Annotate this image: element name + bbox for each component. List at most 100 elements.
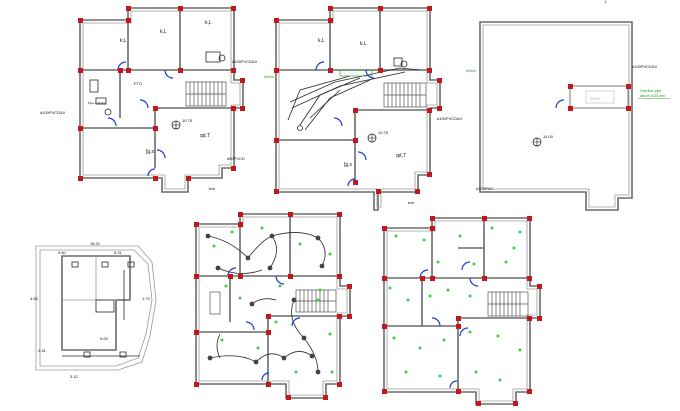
room-label: k,L	[205, 20, 212, 26]
level-marker-cross	[172, 121, 180, 129]
plan3-stair-head	[569, 85, 629, 109]
electrical-plan-ground	[194, 212, 352, 400]
plan1-fixture	[218, 54, 226, 62]
site-detail	[95, 299, 115, 313]
plan5-outer-wall	[383, 217, 541, 405]
plan1-door-swing	[107, 117, 117, 127]
pipe-note: #100PVCD&V	[437, 116, 463, 121]
site-dimension: 18.31	[90, 241, 101, 246]
plan1-inner-wall	[82, 10, 241, 190]
plan5-inner-wall	[386, 220, 538, 402]
green-note: #0mm	[466, 69, 476, 73]
corner-label: bvk	[209, 186, 215, 191]
plan4-door-swing	[245, 321, 255, 331]
pipe-note-small: Pipe & Fitting	[88, 101, 106, 105]
site-dimension: 1.73	[142, 296, 151, 301]
corner-label: bvk	[408, 200, 414, 205]
plan1-fixture	[89, 79, 99, 93]
room-label: k,L	[318, 38, 325, 44]
plan1-fixture	[205, 51, 221, 63]
elevation-label: 14.00	[543, 134, 554, 139]
plan2-columns	[274, 6, 442, 194]
plan4-columns	[194, 212, 352, 400]
plan5-stair-treads	[488, 292, 528, 316]
plan1-stair-treads	[186, 82, 226, 106]
plan1-fixture	[95, 97, 107, 105]
plan4-stair-small	[209, 291, 221, 315]
plan4-door-swing	[275, 275, 285, 285]
room-label: k,L	[160, 29, 167, 35]
level-marker-cross	[533, 138, 541, 146]
plan2-door-swing	[357, 151, 367, 161]
site-dimension: 4.66	[30, 296, 39, 301]
plan1-door-swing	[164, 69, 174, 79]
plan1-door-swing	[139, 99, 149, 109]
roof-plan: 3000L #100PVCD&V #0mm Overflow pipe abov…	[466, 21, 670, 211]
plan5-door-swing	[449, 380, 458, 389]
plan2-pipe-runs	[287, 67, 421, 131]
room-label: k,L	[120, 38, 127, 44]
plan3-columns	[568, 84, 631, 111]
plan4-door-swing	[261, 372, 270, 381]
plan4-outer-wall	[195, 213, 351, 399]
plan5-door-swing	[461, 261, 471, 271]
site-detail	[83, 351, 91, 358]
plan5-door-swing	[459, 327, 469, 337]
plan4-wiring	[207, 232, 326, 373]
plan2-door-swing	[347, 178, 356, 187]
fixture-label: FTO	[134, 81, 142, 86]
plan3-door-swing	[555, 99, 565, 109]
plan4-switch-points	[212, 226, 334, 374]
plan2-fixture	[297, 125, 303, 131]
plan5-outlets	[388, 226, 522, 382]
plan1-door-swing	[147, 168, 156, 177]
room-label: [g,s	[344, 162, 353, 168]
plan5-door-swing	[469, 277, 479, 287]
pipe-note: #50PVCD	[227, 156, 245, 161]
site-detail	[71, 261, 79, 268]
plan1-outer-wall	[79, 7, 244, 193]
elevation-label: 10.75	[182, 118, 193, 123]
site-dimension: 4.31	[38, 348, 47, 353]
pipe-note: #100PVCD&V	[632, 64, 658, 69]
electrical-plan-first	[382, 216, 542, 406]
plan1-door-swing	[156, 149, 166, 159]
plan3-roof-outline	[479, 21, 633, 211]
water-tank-label: 3000L	[590, 96, 602, 101]
site-boundary	[35, 245, 157, 371]
green-note: #0mm	[264, 75, 274, 79]
plan2-door-swing	[333, 117, 343, 127]
plan2-stair-treads	[384, 83, 426, 107]
water-tank	[585, 90, 615, 104]
plan2-fixture	[393, 57, 403, 67]
plan1-fixture	[104, 108, 112, 116]
pipe-note: #100PVCD&V	[40, 110, 66, 115]
top-edge-text: 1	[604, 0, 607, 4]
plan4-light-points	[205, 233, 325, 375]
green-note: above 1020 mm	[640, 94, 665, 98]
plumbing-plan-ground: k,L k,L k,L #100PVCD&V #100PVCD&V Pipe &…	[40, 6, 258, 193]
plan5-columns	[382, 216, 542, 406]
plan3-roof-inner	[482, 24, 630, 208]
plumbing-plan-first: k,L k,L #100PVCD&V #0mm 10.75 qd,T [g,s …	[264, 6, 463, 211]
elevation-label: 10.75	[378, 130, 389, 135]
plan4-inner-wall	[198, 216, 348, 396]
pipe-note: #100PVC	[476, 186, 493, 191]
site-dimension: 9.60	[58, 250, 67, 255]
level-marker-cross	[368, 134, 376, 142]
plan2-door-swing	[315, 61, 325, 71]
site-plan: 18.31 9.60 8.31 4.66 1.73 4.31 9.63 3.12	[30, 241, 157, 379]
plan2-door-swing	[365, 69, 375, 79]
site-detail	[101, 261, 109, 268]
room-label: [g,s	[146, 149, 155, 155]
green-note: Overflow pipe	[640, 89, 661, 93]
pipe-note: #100PVCD&V	[232, 59, 258, 64]
site-boundary-inner	[39, 249, 153, 367]
plan4-door-swing	[291, 317, 301, 327]
site-dimension: 8.31	[114, 250, 123, 255]
plan5-door-swing	[431, 317, 441, 327]
plan4-stair-treads	[296, 290, 336, 312]
room-label: qd,T	[200, 133, 210, 139]
site-detail	[127, 261, 135, 268]
